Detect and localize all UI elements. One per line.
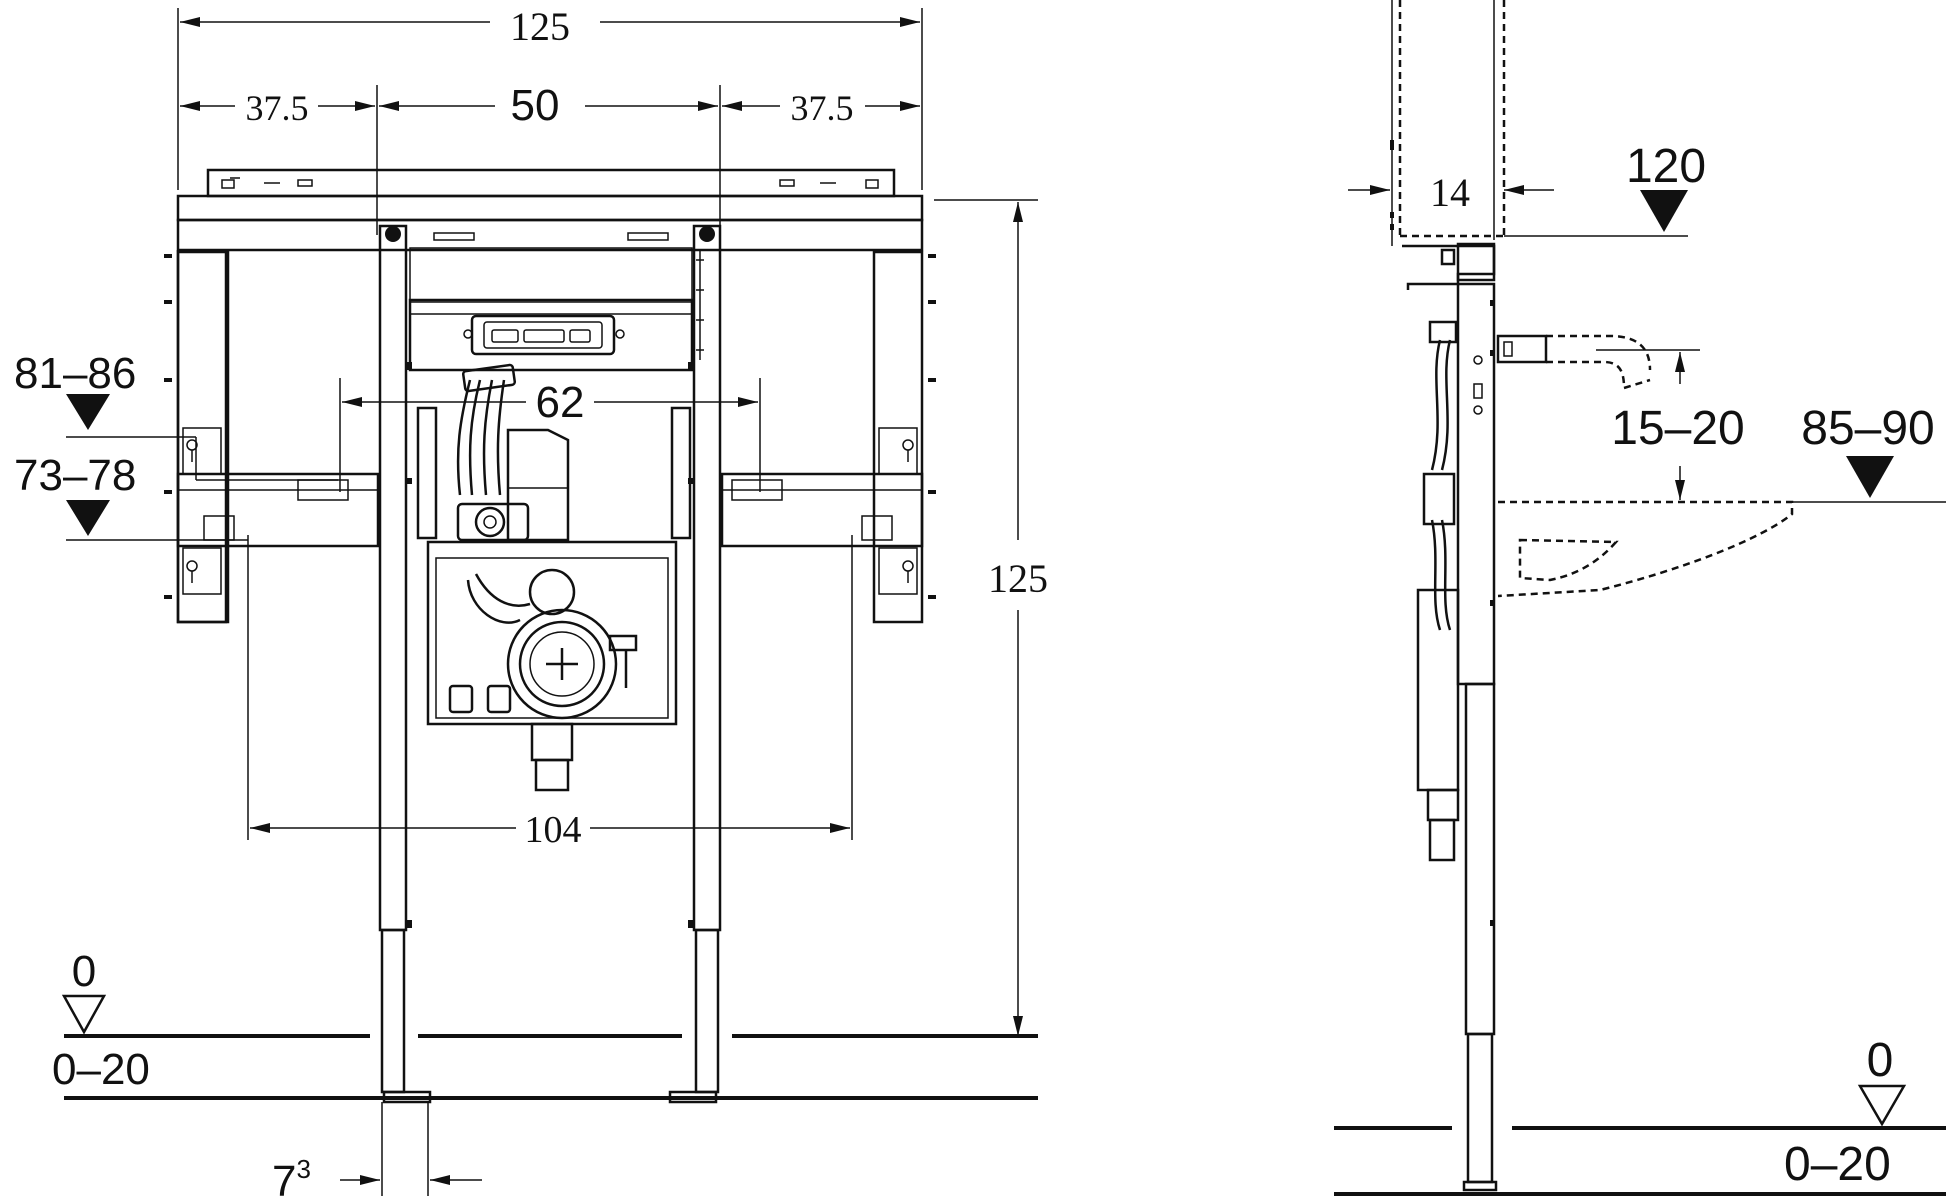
level-top-label: 120: [1626, 140, 1706, 193]
front-floor-level-label: 0: [72, 947, 96, 996]
level-upper-marker: 81–86: [14, 349, 338, 481]
top-crossbar: [176, 168, 924, 252]
side-floor-range-label: 0–20: [1784, 1138, 1891, 1191]
hoses: [456, 363, 517, 496]
left-post: [378, 224, 432, 1104]
dim-foot: 73: [272, 1102, 482, 1200]
control-module: [463, 314, 625, 356]
level-lower-marker: 73–78: [14, 451, 248, 541]
siphon-box: [426, 540, 678, 792]
dim-segments: 37.5 50 37.5: [180, 81, 920, 130]
left-side-bracket: [164, 250, 230, 624]
right-side-bracket: [872, 250, 936, 624]
level-basin-label: 85–90: [1801, 402, 1934, 455]
dim-top-width-label: 125: [510, 4, 570, 49]
side-frame: [1390, 140, 1498, 1192]
level-top-marker: 120: [1504, 140, 1706, 237]
middle-crossbars: [176, 247, 924, 548]
front-view: 125 37.5 50 37.5: [14, 4, 1048, 1200]
dim-inner-width-label: 62: [536, 378, 585, 427]
dim-inner-width: 62: [339, 378, 761, 492]
front-floor-range-label: 0–20: [52, 1045, 150, 1094]
side-hoses: [1416, 320, 1460, 862]
level-upper-label: 81–86: [14, 349, 136, 398]
dim-depth: 14: [1348, 170, 1554, 215]
dim-height: 125: [934, 199, 1048, 1036]
dim-drain: 15–20: [1596, 349, 1745, 500]
side-view: 14 120: [1334, 0, 1946, 1196]
dim-top-width: 125: [180, 4, 920, 49]
level-lower-label: 73–78: [14, 451, 136, 500]
upper-panel-outline: [1391, 0, 1506, 246]
side-floor: 0 0–20: [1334, 1034, 1946, 1196]
basin-outline: [1497, 500, 1946, 598]
dim-drain-label: 15–20: [1611, 402, 1744, 455]
dim-depth-label: 14: [1430, 170, 1470, 215]
dim-height-label: 125: [988, 556, 1048, 601]
dim-center-segment-label: 50: [511, 81, 560, 130]
level-basin-marker: 85–90: [1801, 402, 1935, 498]
dim-bracket-width: 104: [247, 535, 853, 851]
dim-right-segment-label: 37.5: [791, 88, 854, 128]
dim-bracket-width-label: 104: [525, 809, 582, 851]
dim-foot-label: 73: [272, 1154, 311, 1200]
dim-left-segment-label: 37.5: [246, 88, 309, 128]
drain-connection: [1496, 334, 1652, 390]
valve-body: [456, 428, 570, 542]
side-floor-level-label: 0: [1867, 1034, 1894, 1087]
front-floor: 0 0–20: [52, 947, 1038, 1100]
right-post: [668, 224, 722, 1104]
